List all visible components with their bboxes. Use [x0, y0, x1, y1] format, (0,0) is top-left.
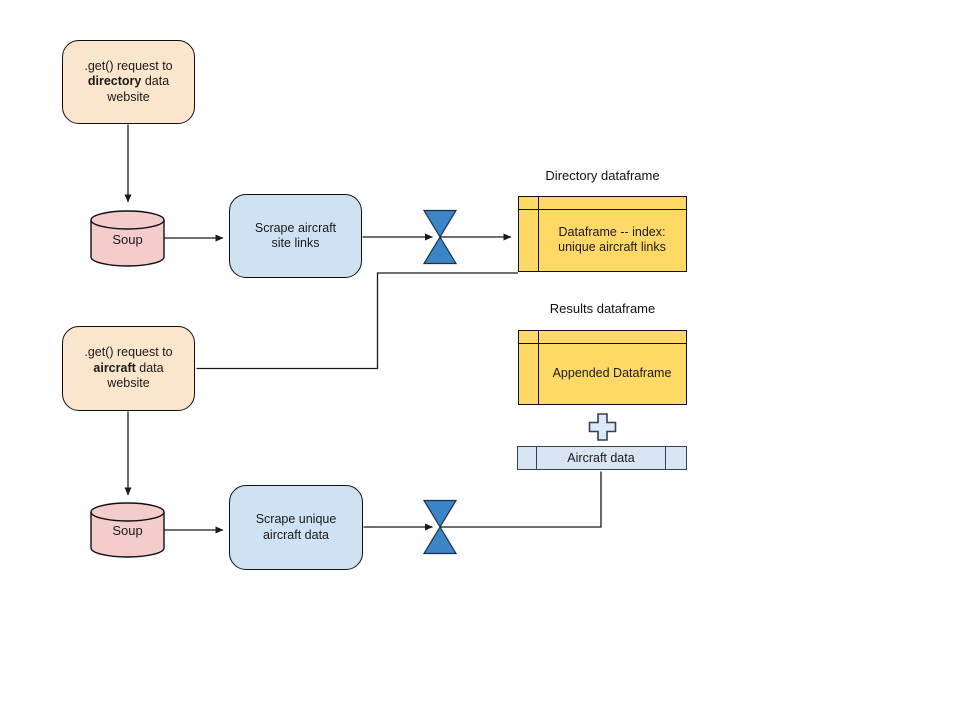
directory-dataframe-index-strip: [519, 197, 539, 271]
scrape-aircraft-box: Scrape unique aircraft data: [229, 485, 363, 570]
scrape-links-label: Scrape aircraft site links: [254, 220, 337, 251]
scrape-aircraft-label: Scrape unique aircraft data: [255, 512, 337, 542]
results-dataframe-title: Results dataframe: [549, 301, 656, 316]
request-aircraft-line-2: aircraft data: [93, 360, 164, 375]
aircraft-data-row-label: Aircraft data: [567, 451, 635, 465]
soup-cylinder-1: [90, 210, 165, 267]
directory-dataframe-box: Dataframe -- index: unique aircraft link…: [518, 196, 687, 272]
valve-1-icon: [422, 209, 458, 265]
results-dataframe-box: Appended Dataframe: [518, 330, 687, 405]
directory-dataframe-label: Dataframe -- index: unique aircraft link…: [558, 224, 666, 255]
connector-directory-dataframe-to-request-aircraft: [196, 272, 518, 370]
soup-cylinder-2: [90, 502, 165, 558]
request-directory-label: .get() request to directory data website: [84, 59, 172, 106]
request-directory-line-1: .get() request to: [84, 58, 173, 73]
results-dataframe-index-strip: [519, 331, 539, 404]
results-dataframe-label: Appended Dataframe: [552, 365, 672, 380]
directory-dataframe-title: Directory dataframe: [545, 168, 660, 183]
scrape-links-box: Scrape aircraft site links: [229, 194, 362, 278]
results-dataframe-header-strip: [519, 331, 686, 344]
soup-2-label: Soup: [112, 523, 143, 538]
plus-icon: [588, 413, 617, 441]
request-aircraft-line-1: .get() request to: [84, 345, 173, 360]
valve-2-icon: [422, 499, 458, 555]
directory-dataframe-header-strip: [519, 197, 686, 210]
request-directory-box: .get() request to directory data website: [62, 40, 195, 124]
aircraft-data-row: Aircraft data: [517, 446, 687, 470]
connector-valve-to-aircraft-data-row: [440, 471, 602, 528]
soup-1-label: Soup: [112, 232, 143, 247]
aircraft-data-row-left-cell: [518, 447, 537, 469]
request-directory-line-3: website: [107, 89, 150, 104]
request-directory-line-2: directory data: [87, 74, 170, 89]
request-aircraft-box: .get() request to aircraft data website: [62, 326, 195, 411]
request-aircraft-line-3: website: [107, 376, 150, 391]
request-aircraft-label: .get() request to aircraft data website: [84, 345, 172, 392]
aircraft-data-row-right-cell: [665, 447, 686, 469]
